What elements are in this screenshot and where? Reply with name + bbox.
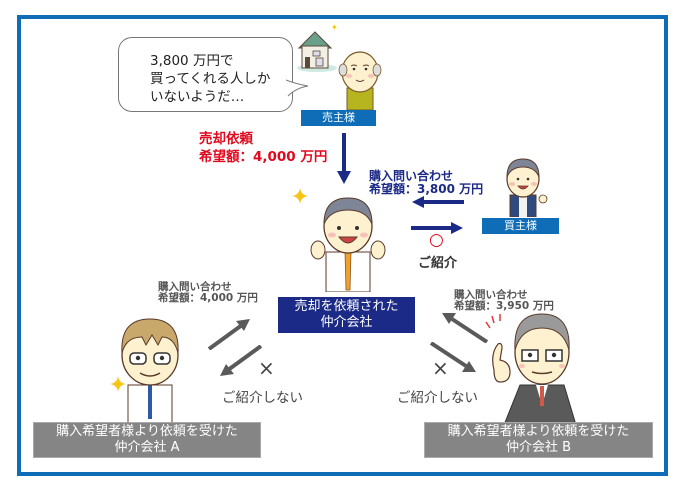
agent-a-cross-mark: × bbox=[258, 356, 275, 380]
seller-speech-text: 3,800 万円で 買ってくれる人しか いないようだ… bbox=[150, 53, 271, 105]
introduce-text: ご紹介 bbox=[418, 256, 458, 271]
arrow-up-right-icon bbox=[208, 319, 250, 350]
agent-b-inquiry-text: 購入問い合わせ 希望額：3,950 万円 bbox=[454, 289, 554, 312]
buyer-avatar bbox=[506, 158, 548, 217]
listing-agent-avatar bbox=[310, 197, 386, 292]
buyer-label: 買主様 bbox=[482, 218, 559, 234]
arrow-left-icon bbox=[412, 196, 464, 208]
sparkle-icon bbox=[110, 376, 126, 392]
seller-avatar bbox=[338, 51, 382, 110]
speech-bubble bbox=[118, 37, 293, 112]
svg-text:✦: ✦ bbox=[331, 23, 338, 32]
seller-house-icon: ✦ bbox=[297, 23, 338, 72]
introduce-circle-mark: ○ bbox=[429, 230, 444, 250]
agent-a-label: 購入希望者様より依頼を受けた 仲介会社 A bbox=[33, 422, 261, 458]
arrow-up-left-icon bbox=[442, 313, 488, 343]
buyer-inquiry-text: 購入問い合わせ 希望額：3,800 万円 bbox=[369, 169, 484, 196]
arrow-right-icon bbox=[411, 222, 463, 234]
agent-b-label: 購入希望者様より依頼を受けた 仲介会社 B bbox=[424, 422, 653, 458]
speech-bubble-tail bbox=[286, 79, 309, 97]
seller-label: 売主様 bbox=[301, 110, 376, 126]
agent-b-avatar bbox=[485, 313, 577, 425]
sparkle-icon bbox=[292, 188, 308, 204]
arrow-down-left-icon bbox=[220, 345, 262, 376]
agent-b-result-text: ご紹介しない bbox=[397, 390, 478, 406]
arrow-down-icon bbox=[337, 133, 351, 184]
sale-request-text: 売却依頼 希望額：4,000 万円 bbox=[199, 131, 328, 165]
agent-b-cross-mark: × bbox=[432, 356, 449, 380]
arrow-down-right-icon bbox=[430, 342, 476, 372]
agent-a-inquiry-text: 購入問い合わせ 希望額：4,000 万円 bbox=[158, 281, 258, 304]
listing-agent-label: 売却を依頼された 仲介会社 bbox=[278, 297, 415, 333]
agent-a-avatar bbox=[121, 318, 179, 425]
agent-a-result-text: ご紹介しない bbox=[222, 390, 303, 406]
